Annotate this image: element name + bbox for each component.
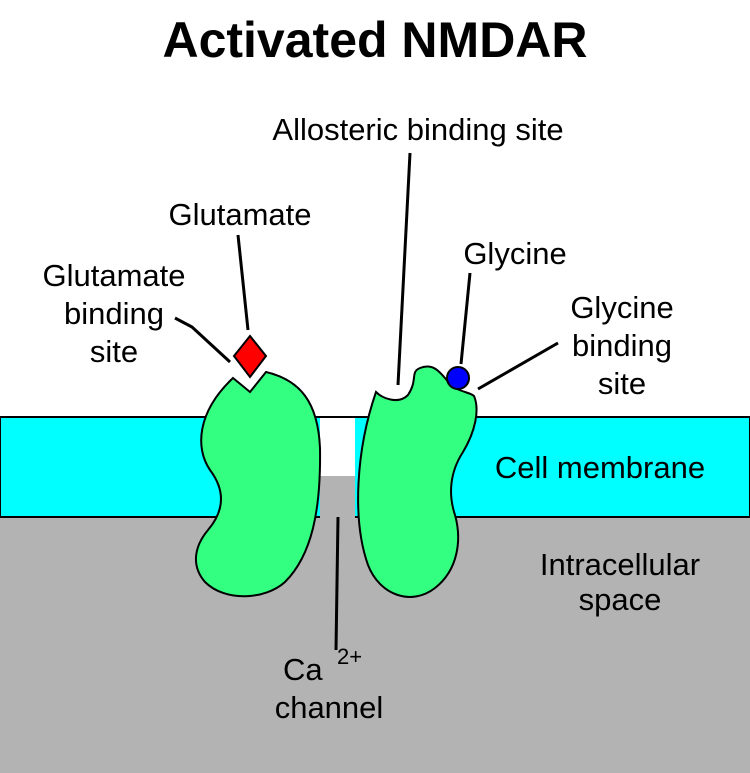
glutamate-site-leader [174, 316, 232, 364]
glutamate-site-label-line1: Glutamate [42, 258, 185, 293]
cell-membrane-label: Cell membrane [495, 450, 705, 485]
glycine-site-leader [477, 341, 559, 391]
channel-pore-upper [320, 418, 355, 476]
glycine-leader [459, 272, 472, 365]
diagram-title: Activated NMDAR [162, 12, 587, 68]
channel-word-label: channel [275, 690, 384, 725]
channel-leader [334, 516, 340, 651]
channel-pore [320, 476, 355, 519]
right-receptor-subunit [357, 365, 478, 598]
intracellular-label-line2: space [579, 582, 662, 617]
intracellular-label-line1: Intracellular [540, 547, 700, 582]
channel-ion-label: Ca [283, 652, 323, 687]
glycine-ligand [446, 366, 470, 390]
glutamate-ligand [232, 334, 268, 379]
allosteric-leader [396, 152, 412, 386]
glutamate-site-label-line3: site [90, 334, 138, 369]
left-receptor-subunit [195, 370, 322, 598]
channel-charge-label: 2+ [337, 644, 362, 669]
glutamate-label: Glutamate [168, 197, 311, 232]
glycine-site-label-line1: Glycine [570, 290, 673, 325]
glycine-label: Glycine [463, 236, 566, 271]
glutamate-site-label-line2: binding [64, 296, 164, 331]
glutamate-leader [236, 234, 250, 331]
glycine-site-label-line2: binding [572, 328, 672, 363]
allosteric-site-label: Allosteric binding site [272, 112, 563, 147]
glycine-site-label-line3: site [598, 366, 646, 401]
